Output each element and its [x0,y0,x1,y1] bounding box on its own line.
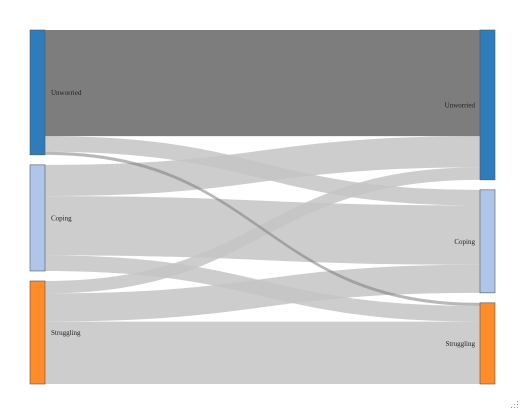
right-node-coping[interactable] [479,189,496,294]
right-node-unworried[interactable] [479,29,496,181]
links-layer [45,30,480,384]
left-node-coping[interactable] [29,164,46,272]
link-struggling-to-coping[interactable] [45,264,480,322]
left-node-label-struggling: Struggling [51,329,81,337]
nodes-layer [29,29,496,385]
left-node-struggling[interactable] [29,280,46,385]
resize-grip-icon[interactable] [511,401,519,409]
right-node-label-coping: Coping [454,238,475,246]
link-unworried-to-struggling[interactable] [45,151,480,306]
left-node-unworried[interactable] [29,29,46,156]
right-node-struggling[interactable] [479,302,496,385]
link-struggling-to-struggling[interactable] [45,321,480,384]
right-node-label-unworried: Unworried [445,101,476,109]
right-node-label-struggling: Struggling [445,340,475,348]
left-node-label-coping: Coping [51,214,72,222]
link-coping-to-unworried[interactable] [45,136,480,197]
link-unworried-to-unworried[interactable] [45,30,480,137]
left-node-label-unworried: Unworried [51,89,82,97]
